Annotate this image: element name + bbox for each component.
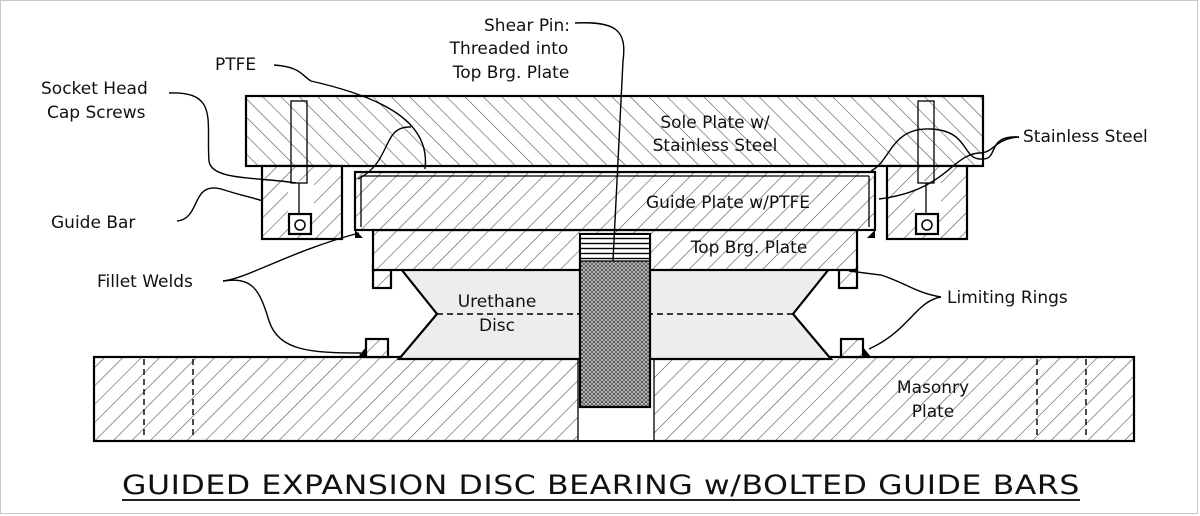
label-socket-head-line1: Socket Head (41, 79, 148, 99)
shear-pin (578, 232, 652, 409)
label-guide-plate: Guide Plate w/PTFE (646, 193, 810, 213)
label-fillet-welds: Fillet Welds (97, 272, 193, 292)
label-masonry-line2: Plate (912, 402, 955, 422)
leader-lines (168, 22, 1020, 354)
label-stainless-steel: Stainless Steel (1023, 127, 1148, 147)
diagram-caption: GUIDED EXPANSION DISC BEARING w/BOLTED G… (122, 470, 1080, 501)
label-sole-plate-line2: Stainless Steel (653, 136, 778, 156)
label-top-brg-plate: Top Brg. Plate (690, 238, 808, 258)
sole-plate (244, 94, 985, 168)
label-masonry-line1: Masonry (897, 378, 969, 398)
label-shear-pin-line3: Top Brg. Plate (452, 63, 570, 83)
label-shear-pin-line1: Shear Pin: (484, 16, 570, 36)
guide-bar-right (885, 100, 969, 241)
label-sole-plate-line1: Sole Plate w/ (660, 113, 770, 133)
label-guide-bar: Guide Bar (51, 213, 135, 233)
label-urethane-line2: Disc (479, 316, 515, 336)
label-shear-pin-line2: Threaded into (449, 39, 569, 59)
label-urethane-line1: Urethane (458, 292, 537, 312)
label-limiting-rings: Limiting Rings (947, 288, 1068, 308)
guide-bar-left (260, 100, 344, 241)
label-socket-head-line2: Cap Screws (47, 103, 146, 123)
label-ptfe: PTFE (215, 55, 256, 75)
